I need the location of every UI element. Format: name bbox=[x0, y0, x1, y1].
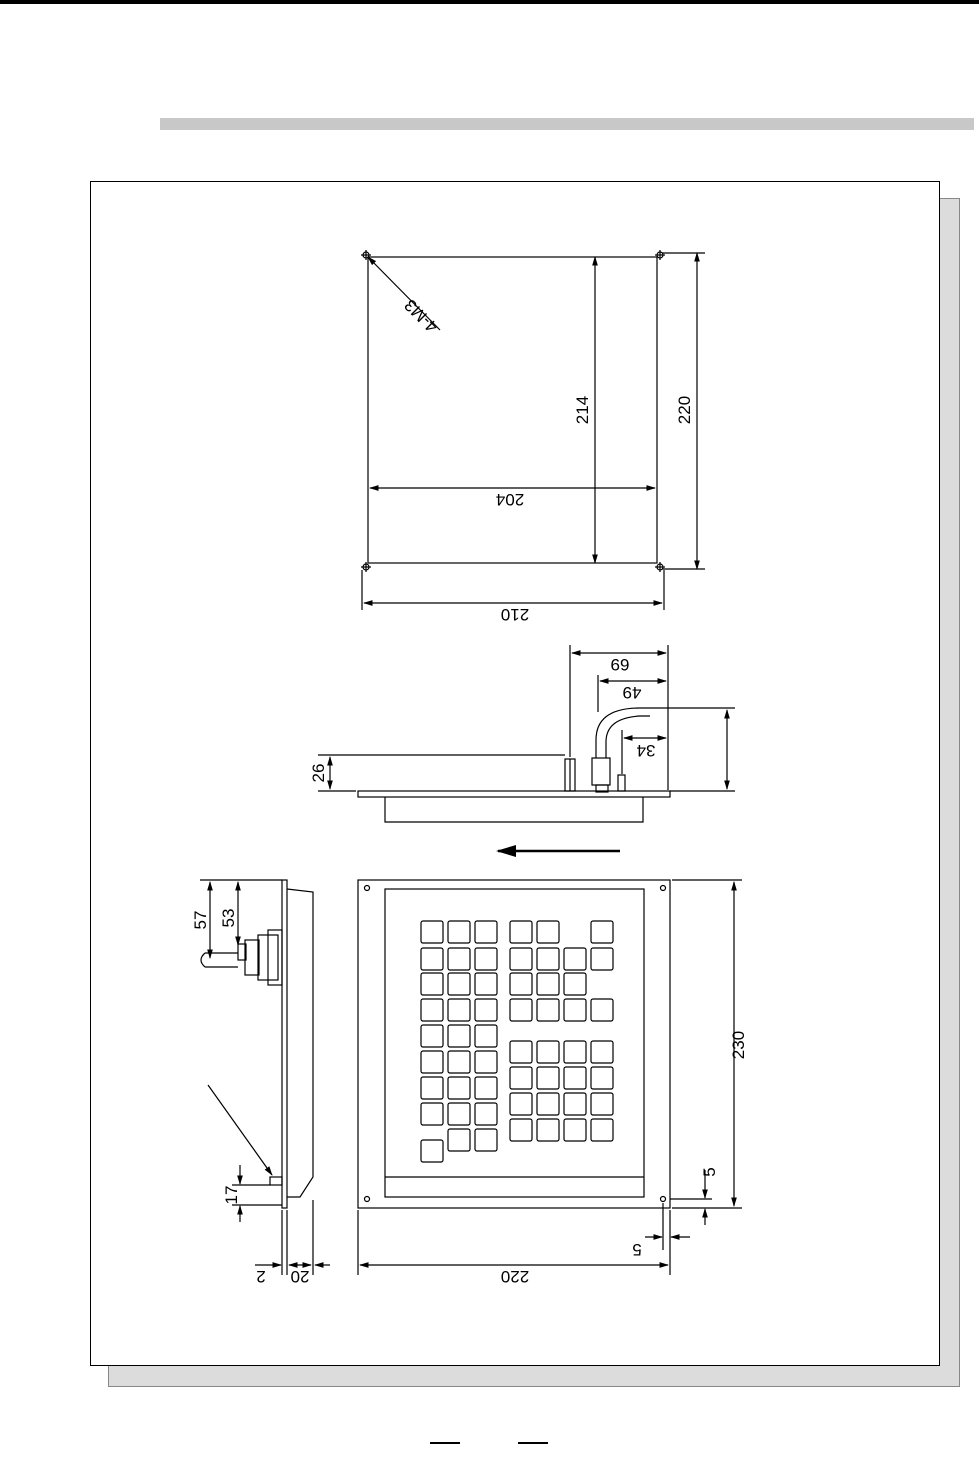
side-panel-plate bbox=[358, 791, 670, 797]
key bbox=[421, 999, 443, 1021]
dim-53-label: 53 bbox=[219, 909, 238, 928]
key bbox=[537, 1041, 559, 1063]
key bbox=[510, 921, 532, 943]
left-view bbox=[200, 880, 330, 1275]
hole-spec-label: 4-M3 bbox=[401, 295, 442, 336]
key bbox=[564, 1119, 586, 1141]
key bbox=[421, 921, 443, 943]
key bbox=[510, 999, 532, 1021]
left-panel-plate bbox=[282, 880, 287, 1208]
key-grid bbox=[421, 921, 613, 1162]
dim-49-label: 49 bbox=[623, 683, 642, 702]
footer-mark-left bbox=[430, 1442, 460, 1444]
key bbox=[564, 973, 586, 995]
front-panel-outline bbox=[358, 880, 670, 1208]
key bbox=[421, 1077, 443, 1099]
key bbox=[537, 948, 559, 970]
side-view bbox=[318, 645, 735, 822]
key bbox=[448, 921, 470, 943]
key bbox=[510, 973, 532, 995]
key bbox=[537, 1119, 559, 1141]
key bbox=[448, 1103, 470, 1125]
connector-1 bbox=[565, 759, 575, 791]
dim-57-label: 57 bbox=[191, 911, 210, 930]
key bbox=[564, 1067, 586, 1089]
key bbox=[564, 1041, 586, 1063]
key bbox=[475, 1129, 497, 1151]
key bbox=[448, 1077, 470, 1099]
key bbox=[564, 1093, 586, 1115]
mounting-holes bbox=[361, 250, 665, 572]
key bbox=[475, 1103, 497, 1125]
dim-214-label: 214 bbox=[573, 396, 592, 424]
key bbox=[421, 1140, 443, 1162]
front-key-area bbox=[385, 889, 644, 1197]
key bbox=[591, 921, 613, 943]
connector-2 bbox=[618, 775, 625, 791]
key bbox=[475, 973, 497, 995]
key bbox=[537, 1067, 559, 1089]
key bbox=[475, 1077, 497, 1099]
dim-204-label: 204 bbox=[496, 490, 524, 509]
dim-2-label: 2 bbox=[256, 1267, 265, 1286]
key bbox=[475, 999, 497, 1021]
key bbox=[537, 1093, 559, 1115]
key bbox=[448, 973, 470, 995]
key bbox=[448, 1051, 470, 1073]
key bbox=[510, 1067, 532, 1089]
dim-17-label: 17 bbox=[222, 1186, 241, 1205]
key bbox=[591, 1119, 613, 1141]
dim-34-label: 34 bbox=[637, 741, 656, 760]
front-view bbox=[358, 880, 742, 1275]
key bbox=[591, 1041, 613, 1063]
dim-20-label: 20 bbox=[291, 1267, 310, 1286]
key bbox=[421, 973, 443, 995]
dim-5-right-label: 5 bbox=[632, 1240, 641, 1259]
key bbox=[475, 1051, 497, 1073]
key bbox=[421, 948, 443, 970]
left-small-part bbox=[270, 1177, 282, 1185]
connector-cable bbox=[592, 708, 735, 792]
key bbox=[475, 1025, 497, 1047]
key bbox=[421, 1051, 443, 1073]
key bbox=[475, 921, 497, 943]
key bbox=[510, 1119, 532, 1141]
key bbox=[591, 948, 613, 970]
key bbox=[510, 948, 532, 970]
key bbox=[448, 1129, 470, 1151]
key bbox=[448, 948, 470, 970]
side-panel-body bbox=[385, 797, 643, 822]
key bbox=[537, 999, 559, 1021]
key bbox=[448, 999, 470, 1021]
left-panel-body bbox=[287, 889, 313, 1197]
key bbox=[591, 1067, 613, 1089]
key bbox=[475, 948, 497, 970]
left-connector bbox=[201, 930, 282, 985]
key bbox=[421, 1025, 443, 1047]
key bbox=[537, 973, 559, 995]
dim-69-label: 69 bbox=[611, 655, 630, 674]
dim-220-bottom-label: 220 bbox=[501, 1267, 529, 1286]
dim-5-bottom-label: 5 bbox=[700, 1167, 719, 1176]
key bbox=[537, 921, 559, 943]
footer-mark-right bbox=[518, 1442, 548, 1444]
key bbox=[591, 1093, 613, 1115]
left-leader bbox=[208, 1085, 272, 1175]
dim-26-label: 26 bbox=[309, 764, 328, 783]
key bbox=[421, 1103, 443, 1125]
key bbox=[564, 999, 586, 1021]
key bbox=[448, 1025, 470, 1047]
key bbox=[564, 948, 586, 970]
key bbox=[510, 1093, 532, 1115]
key bbox=[591, 999, 613, 1021]
dim-220-label: 220 bbox=[675, 396, 694, 424]
dim-210-label: 210 bbox=[501, 605, 529, 624]
front-mounting-holes bbox=[365, 886, 666, 1202]
dim-230-label: 230 bbox=[729, 1031, 748, 1059]
key bbox=[510, 1041, 532, 1063]
